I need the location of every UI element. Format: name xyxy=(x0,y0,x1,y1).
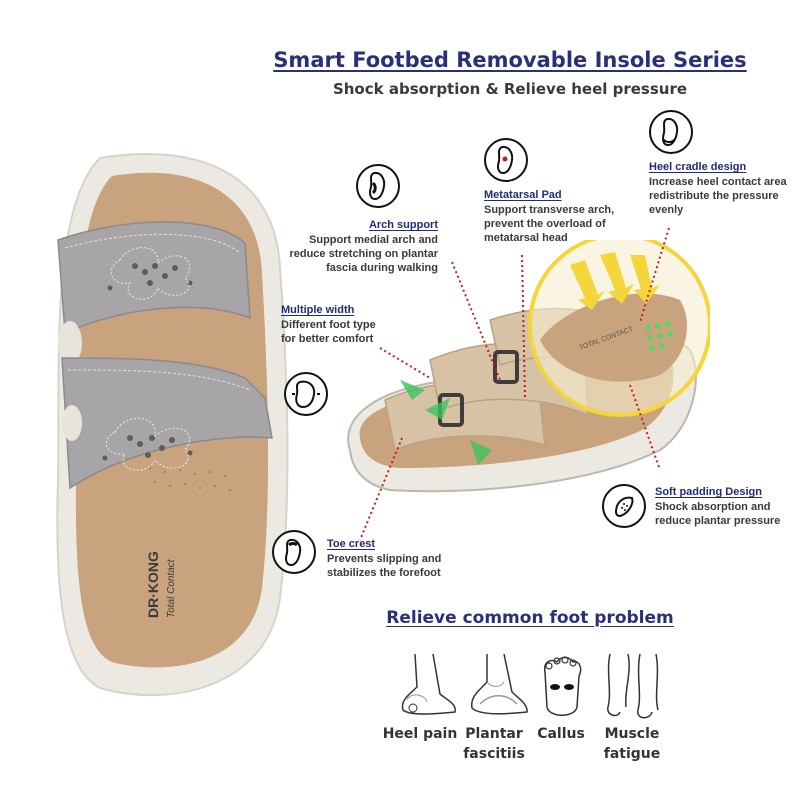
feature-padding-name: Soft padding Design xyxy=(655,486,762,498)
sandal-side-view: TOTAL CONTACT xyxy=(347,240,710,493)
feature-metatarsal-desc: Support transverse arch, prevent the ove… xyxy=(484,204,615,244)
insole-padding-icon xyxy=(602,484,646,528)
arch-foot-icon xyxy=(356,164,400,208)
brand-logo-text: DR·KONG xyxy=(145,551,161,618)
page-title: Smart Footbed Removable Insole Series xyxy=(273,48,747,72)
plantar-fascitiis-icon xyxy=(471,653,528,715)
muscle-fatigue-icon xyxy=(607,653,659,719)
wide-foot-icon xyxy=(284,372,328,416)
feature-arch-desc: Support medial arch and reduce stretchin… xyxy=(289,234,438,274)
feature-width-desc: Different foot type for better comfort xyxy=(281,319,376,345)
metatarsal-foot-icon xyxy=(484,138,528,182)
problems-title: Relieve common foot problem xyxy=(386,608,674,628)
toe-foot-icon xyxy=(272,530,316,574)
feature-toe-name: Toe crest xyxy=(327,538,376,550)
heel-foot-icon xyxy=(649,110,693,154)
feature-arch-name: Arch support xyxy=(368,219,438,231)
brand-logo: DR·KONG Total Contact xyxy=(145,551,177,618)
feature-padding-desc: Shock absorption and reduce plantar pres… xyxy=(655,501,781,527)
feature-metatarsal-name: Metatarsal Pad xyxy=(484,189,562,201)
problem-label-3: Muscle fatigue xyxy=(603,726,661,762)
feature-width-name: Multiple width xyxy=(281,304,355,316)
problem-label-1: Plantar fascitiis xyxy=(463,726,525,762)
feature-toe-desc: Prevents slipping and stabilizes the for… xyxy=(327,553,442,579)
callus-icon xyxy=(543,656,582,716)
feature-heel-name: Heel cradle design xyxy=(649,161,747,173)
sandal-top-view: DR·KONG Total Contact xyxy=(56,152,289,697)
feature-heel-desc: Increase heel contact area redistribute … xyxy=(649,176,787,216)
problem-label-2: Callus xyxy=(537,726,585,742)
problem-label-0: Heel pain xyxy=(382,726,458,742)
page-subtitle: Shock absorption & Relieve heel pressure xyxy=(332,80,688,98)
brand-logo-subtext: Total Contact xyxy=(166,558,177,618)
heel-pain-icon xyxy=(401,653,456,715)
